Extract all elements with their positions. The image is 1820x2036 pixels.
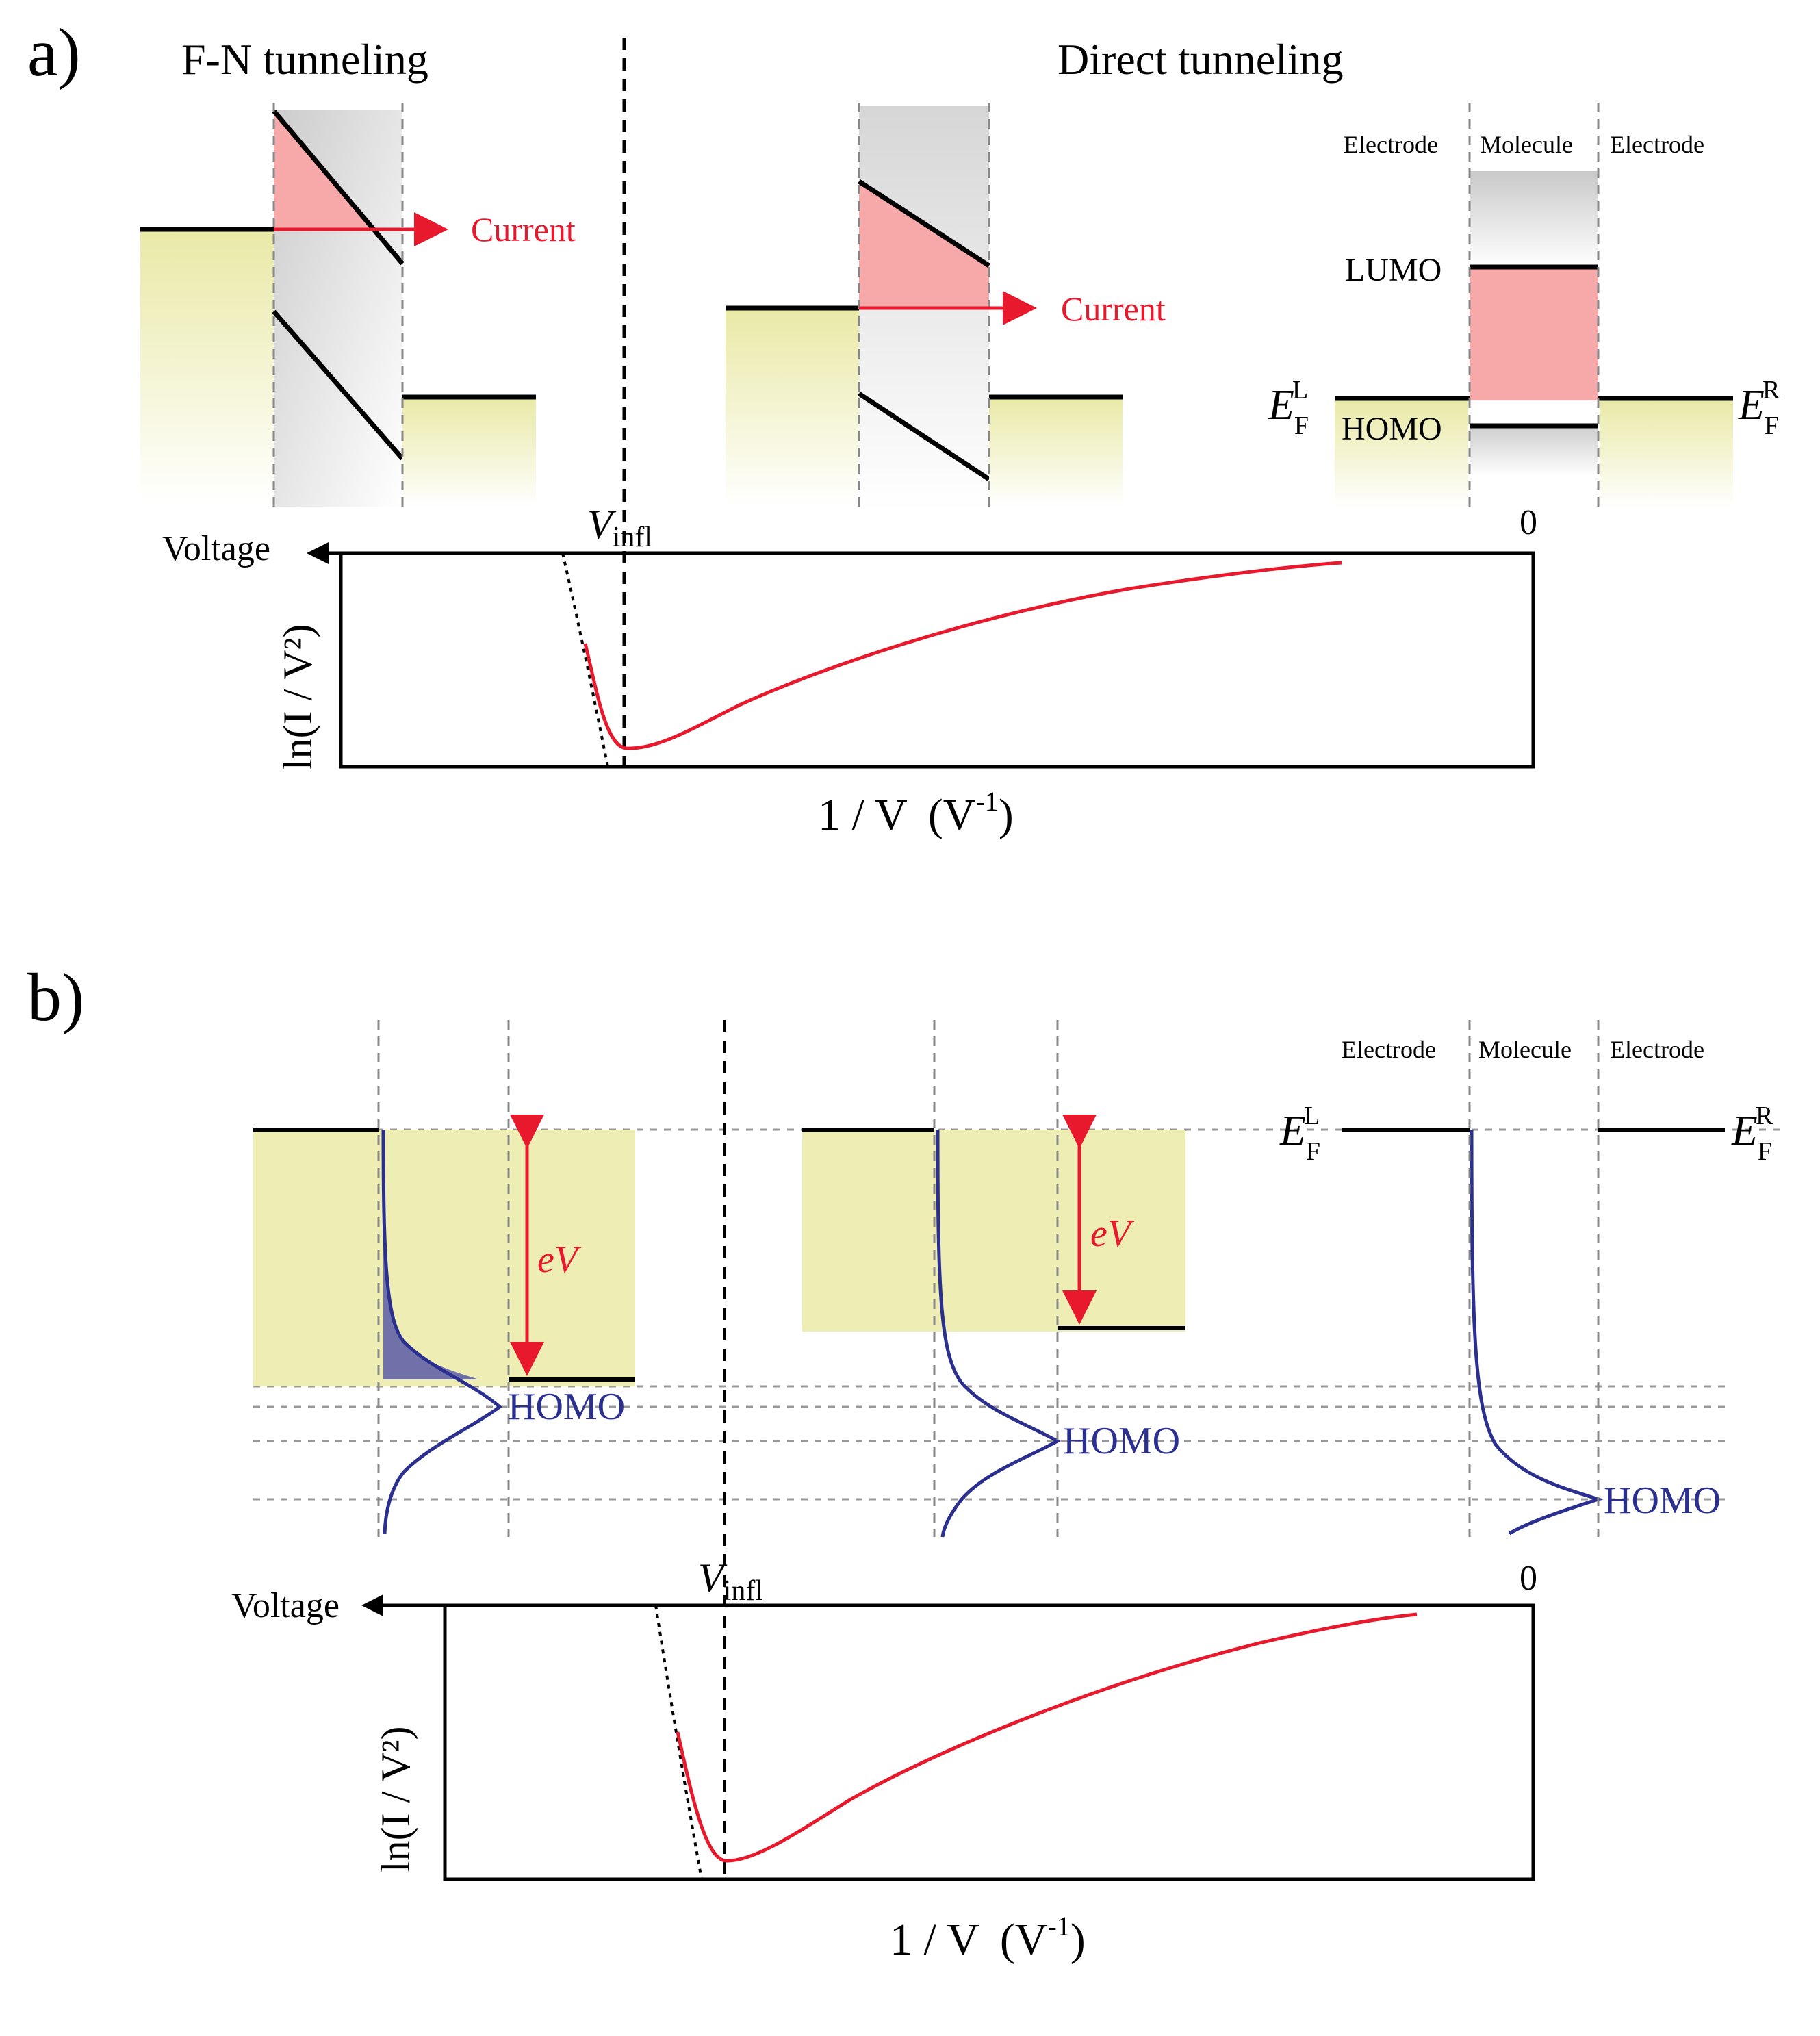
homo-label-a: HOMO [1342,411,1442,447]
high-bias-window [379,1130,635,1386]
molecule-label-b: Molecule [1478,1036,1572,1063]
ef-right-label-b: EFR [1731,1102,1773,1166]
ylabel-a: ln(I / V²) [275,624,320,770]
zero-molecule-gray-bottom [1470,428,1598,476]
direct-current-label: Current [1061,290,1166,328]
mid-bias-homo-peak [936,1129,1062,1538]
plot-b: Voltage 0 Vinfl ln(I / V²) 1 / V(V-1) [231,1534,1537,1965]
zero-molecule-gray-top [1470,171,1598,267]
high-bias-ev-label: eV [537,1238,582,1281]
high-bias-diagram: eV HOMO [253,1020,635,1537]
mid-bias-window [802,1130,1185,1332]
ef-left-label-b: EFL [1279,1102,1320,1166]
fn-asymptote-a [561,552,609,767]
homo-label-b2: HOMO [1063,1420,1180,1462]
zero-barrier-region [1470,267,1598,400]
direct-band-diagram: Current [726,103,1166,510]
mid-bias-diagram: eV HOMO [802,1020,1185,1538]
electrode-left-label-a: Electrode [1344,131,1438,158]
ef-left-label-a: EFL [1268,376,1309,440]
high-bias-homo-peak [381,1129,502,1534]
plot-a: Voltage 0 Vinfl ln(I / V²) 1 / V(V-1) [162,502,1537,840]
vinfl-label-b: Vinfl [698,1555,763,1607]
direct-homo-slope [858,392,990,481]
zero-bias-diagram-a: Electrode Molecule Electrode LUMO HOMO E… [1268,103,1780,510]
fn-tunneling-title: F-N tunneling [181,35,428,84]
xlabel-a: 1 / V(V-1) [818,786,1014,840]
high-bias-left-electrode [253,1130,379,1386]
direct-left-electrode [726,308,859,507]
zero-bias-diagram-b: Electrode Molecule Electrode HOMO EFL EF… [1279,1020,1773,1537]
plot-b-frame [443,1603,1535,1881]
zero-right-electrode-a [1600,398,1733,508]
panel-a-label: a) [27,14,81,90]
vinfl-label-a: Vinfl [587,502,652,553]
transition-curve-a [583,561,1342,750]
direct-tunneling-title: Direct tunneling [1058,35,1344,84]
direct-barrier-region [859,181,989,308]
xlabel-b: 1 / V(V-1) [890,1911,1086,1965]
fn-band-diagram: Current [140,103,576,510]
transition-curve-b [676,1612,1418,1863]
fn-left-electrode [140,229,274,503]
zero-bias-homo-peak [1470,1129,1604,1536]
electrode-right-label-a: Electrode [1610,131,1704,158]
plot-a-frame [339,551,1535,769]
homo-label-b1: HOMO [508,1386,625,1428]
lumo-label: LUMO [1345,252,1441,288]
panel-b-label: b) [27,959,84,1035]
voltage-arrowhead-b [361,1594,383,1616]
fn-asymptote-b [654,1605,703,1880]
zero-label-a: 0 [1520,503,1537,542]
fn-homo-slope [272,309,405,461]
high-bias-tail-shaded [383,1130,479,1379]
zero-label-b: 0 [1520,1559,1537,1598]
voltage-label-b: Voltage [231,1586,339,1625]
electrode-right-label-b: Electrode [1610,1036,1704,1063]
voltage-label-a: Voltage [162,529,270,568]
direct-right-electrode [989,397,1123,507]
direct-lumo-slope [858,179,990,268]
fn-lumo-slope [272,109,405,266]
molecule-label-a: Molecule [1480,131,1573,158]
fn-right-electrode [402,397,536,507]
voltage-arrowhead-a [307,542,329,564]
mid-bias-ev-label: eV [1090,1212,1135,1255]
zero-left-electrode-a [1335,398,1468,508]
ef-right-label-a: EFR [1738,376,1780,440]
homo-label-b3: HOMO [1604,1479,1721,1522]
fn-current-label: Current [471,210,576,249]
electrode-left-label-b: Electrode [1342,1036,1436,1063]
ylabel-b: ln(I / V²) [373,1726,418,1872]
